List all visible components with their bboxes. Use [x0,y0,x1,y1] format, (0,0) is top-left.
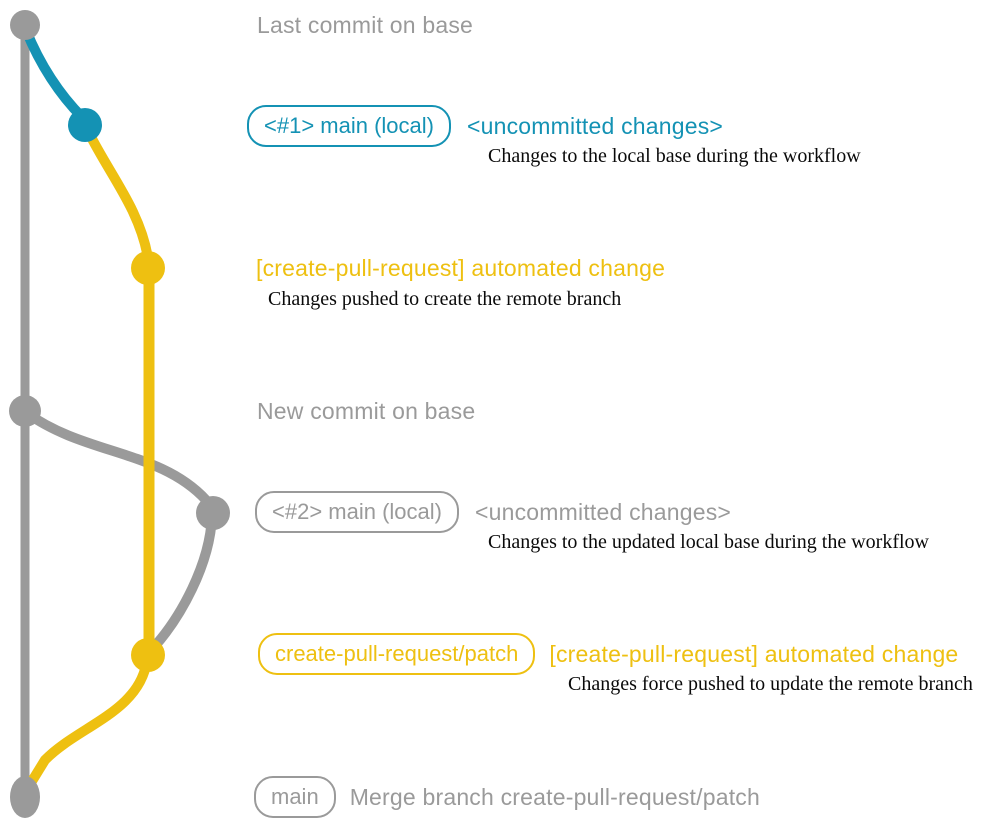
patch-to-base-merge-curve [24,655,152,791]
commit-node-local-1 [68,108,102,142]
tag-uncommitted-changes-1: <uncommitted changes> [466,112,724,139]
base-to-local1-curve [21,25,87,122]
commit-node-patch-2 [131,638,165,672]
commit-node-local-2 [196,496,230,530]
tag-uncommitted-changes-2: <uncommitted changes> [474,498,732,525]
desc-patch-commit-1: Changes pushed to create the remote bran… [268,288,622,310]
commit-node-patch-1 [131,251,165,285]
ref-box-main-local-2: <#2> main (local) [255,491,459,533]
commit-node-new-base [9,395,41,427]
desc-local-changes-2: Changes to the updated local base during… [488,531,929,553]
milestone-new-commit-on-base: New commit on base [257,398,476,424]
desc-patch-commit-2: Changes force pushed to update the remot… [568,673,973,695]
commit-node-merge [10,776,40,818]
commit-node-last-base [10,10,40,40]
local2-to-patch-curve [149,511,217,652]
local1-to-patch-curve [84,128,153,263]
desc-local-changes-1: Changes to the local base during the wor… [488,145,861,167]
base-to-local2-curve [22,408,211,505]
tag-automated-change-1: [create-pull-request] automated change [256,255,666,281]
ref-box-create-pull-request-patch: create-pull-request/patch [258,633,536,675]
tag-merge-branch: Merge branch create-pull-request/patch [349,783,761,810]
ref-box-main-local-1: <#1> main (local) [247,105,451,147]
milestone-last-commit-on-base: Last commit on base [257,12,474,38]
ref-box-main: main [254,776,336,818]
tag-automated-change-2: [create-pull-request] automated change [549,640,959,667]
